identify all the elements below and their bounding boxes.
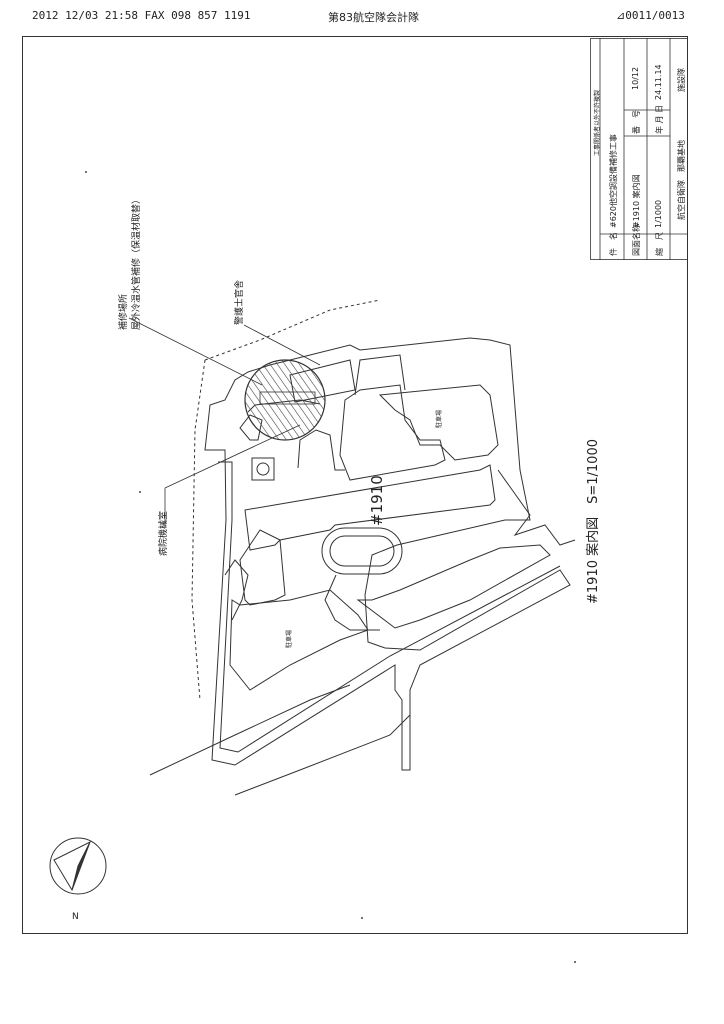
site-boundary-road-inner bbox=[218, 461, 561, 753]
boiler-circle bbox=[256, 462, 270, 476]
dashed-boundary-north bbox=[204, 299, 381, 361]
building-1910-wing bbox=[339, 384, 446, 481]
title-value-date: 24.11.14 bbox=[654, 64, 663, 100]
callout-repair-line2: 屋外冷温水管補修（保温材取替） bbox=[132, 194, 142, 330]
building-1910-main bbox=[244, 464, 496, 551]
parking-label-north: 駐車場 bbox=[436, 409, 443, 428]
title-label-drawing-name: 図面名称 bbox=[632, 224, 641, 256]
drawing-sheet-border bbox=[22, 36, 688, 934]
north-label: N bbox=[72, 912, 79, 922]
title-label-project: 件 名 bbox=[609, 232, 618, 256]
title-block: 工事関係者以外不許複製 件 名 #620他空調設備補修工事 図面名称 #1910… bbox=[590, 38, 688, 260]
inner-road-1 bbox=[297, 429, 345, 471]
parking-lot-south-curb bbox=[224, 559, 249, 621]
boiler-circle-pad bbox=[251, 457, 275, 481]
title-label-number: 番 号 bbox=[632, 110, 641, 134]
drawing-main-title: #1910 案内図 S=1/1000 bbox=[586, 439, 601, 604]
dashed-boundary-west bbox=[191, 359, 206, 701]
title-value-number: 10/12 bbox=[631, 66, 640, 90]
title-value-unit: 施設隊 bbox=[677, 68, 686, 92]
title-value-drawing-name: #1910 案内図 bbox=[632, 174, 641, 228]
fax-sender: 第83航空隊会計隊 bbox=[328, 11, 419, 24]
title-value-scale: 1/1000 bbox=[654, 199, 663, 228]
title-block-grid bbox=[590, 38, 688, 260]
outer-road-south bbox=[234, 714, 411, 796]
title-block-banner: 工事関係者以外不許複製 bbox=[594, 89, 601, 156]
loop-road-south bbox=[356, 544, 551, 629]
parking-label-south: 駐車場 bbox=[286, 629, 293, 648]
site-boundary-road bbox=[204, 337, 571, 771]
parking-lot-north bbox=[378, 384, 499, 461]
title-label-date: 年 月 日 bbox=[655, 104, 664, 134]
repair-pipe-block bbox=[259, 391, 316, 405]
parking-lot-south bbox=[229, 589, 369, 691]
fax-header: 2012 12/03 21:58 FAX 098 857 1191 第83航空隊… bbox=[0, 0, 724, 30]
building-label-1910: #1910 bbox=[368, 475, 386, 526]
fax-datetime-number: 2012 12/03 21:58 FAX 098 857 1191 bbox=[32, 9, 251, 22]
callout-hospital-machine-room: 病院機械室 bbox=[159, 510, 169, 556]
title-label-scale: 縮 尺 bbox=[655, 232, 664, 256]
callout-leader-guard bbox=[243, 324, 321, 366]
outer-road-east bbox=[497, 469, 576, 546]
building-west-block bbox=[239, 529, 286, 606]
north-arrow bbox=[49, 837, 107, 895]
outer-road-south-2 bbox=[149, 684, 351, 776]
repair-location-circle bbox=[244, 359, 326, 441]
oval-loop-inner bbox=[329, 535, 395, 567]
title-value-organization: 航空自衛隊 那覇基地 bbox=[677, 140, 686, 220]
title-value-project: #620他空調設備補修工事 bbox=[609, 134, 618, 228]
fax-page-number: ⊿0011/0013 bbox=[616, 9, 685, 22]
callout-guard-quarters: 警護士官舎 bbox=[235, 279, 245, 325]
oval-loop-road bbox=[321, 527, 403, 575]
callout-leader-hospital bbox=[164, 424, 301, 489]
loop-road-west bbox=[324, 574, 380, 631]
building-1910-north bbox=[354, 354, 406, 396]
callout-repair-line1: 補修場所 bbox=[119, 293, 129, 330]
callout-leader-repair bbox=[128, 317, 263, 386]
